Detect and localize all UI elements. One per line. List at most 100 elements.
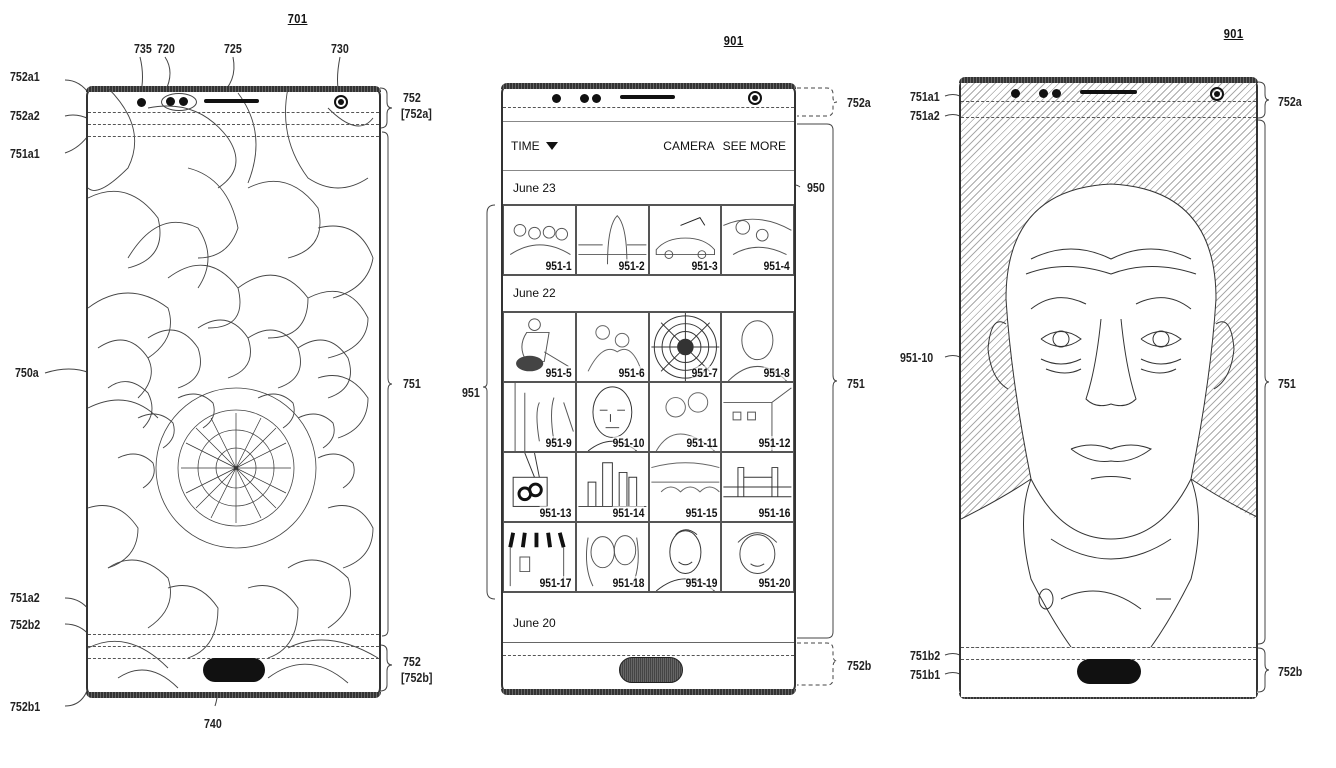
front-camera-730 bbox=[334, 95, 348, 109]
ref-752b1: 752b1 bbox=[10, 699, 41, 714]
group-photo-icon bbox=[509, 223, 571, 255]
thumbnail-951-3[interactable]: 951-3 bbox=[648, 205, 722, 275]
ref-752b-bracket: [752b] bbox=[401, 670, 433, 685]
sensor-dot bbox=[552, 94, 561, 103]
thumbnail-951-9[interactable]: 951-9 bbox=[503, 382, 576, 452]
home-button[interactable] bbox=[1077, 659, 1141, 684]
thumbnail-grid-june-22: 951-5 951-6 951-7 951-8 951-9 951-10 951… bbox=[503, 311, 794, 593]
region-line-752a1 bbox=[88, 112, 379, 113]
thumbnail-951-1[interactable]: 951-1 bbox=[503, 205, 576, 275]
region-line-752b2 bbox=[88, 646, 379, 647]
sensor-dot-735 bbox=[137, 98, 146, 107]
tower-photo-icon bbox=[578, 215, 647, 265]
home-button[interactable] bbox=[619, 657, 683, 683]
speaker bbox=[1080, 90, 1137, 94]
ref-751b2-r: 751b2 bbox=[910, 648, 941, 663]
ref-751-mid: 751 bbox=[847, 376, 865, 391]
phone-701 bbox=[86, 86, 381, 698]
two-women-photo-icon bbox=[585, 535, 639, 587]
triangle-down-icon bbox=[545, 142, 558, 150]
thumbnail-grid-june-23: 951-1 951-2 951-3 951-4 bbox=[503, 204, 794, 276]
ref-752b2: 752b2 bbox=[10, 617, 41, 632]
flower-drawing bbox=[88, 88, 379, 689]
leader-751b1-r bbox=[944, 672, 961, 675]
ref-950: 950 bbox=[807, 180, 825, 195]
brace-752a bbox=[379, 87, 393, 129]
ref-751b1-r: 751b1 bbox=[910, 667, 941, 682]
ref-725: 725 bbox=[224, 41, 242, 56]
thumbnail-951-16[interactable]: 951-16 bbox=[721, 452, 794, 522]
front-camera bbox=[748, 91, 762, 105]
sort-dropdown[interactable]: TIME bbox=[511, 139, 558, 153]
thumbnail-951-4[interactable]: 951-4 bbox=[721, 205, 794, 275]
landscape-photo-icon bbox=[650, 462, 720, 493]
sensor-dot bbox=[592, 94, 601, 103]
speaker bbox=[620, 95, 675, 99]
sort-label: TIME bbox=[511, 139, 540, 153]
section-date-june-22: June 22 bbox=[513, 286, 556, 300]
thumbnail-951-7[interactable]: 951-7 bbox=[648, 312, 722, 382]
thumbnail-951-14[interactable]: 951-14 bbox=[575, 452, 649, 522]
golfer-photo-icon bbox=[516, 318, 569, 372]
ref-951-10-r: 951-10 bbox=[900, 350, 934, 365]
thumbnail-951-2[interactable]: 951-2 bbox=[575, 205, 649, 275]
phone-top-edge bbox=[86, 86, 381, 92]
portrait-drawing bbox=[961, 183, 1256, 648]
ref-752a-bracket: [752a] bbox=[401, 106, 432, 121]
see-more-button[interactable]: SEE MORE bbox=[722, 139, 786, 153]
thumbnail-951-11[interactable]: 951-11 bbox=[648, 382, 722, 452]
region-line-751a2 bbox=[961, 117, 1256, 118]
ref-752-bottom: 752 bbox=[403, 654, 421, 669]
car-photo-icon bbox=[655, 217, 715, 259]
region-line-top bbox=[503, 107, 794, 108]
brace-752a-r bbox=[1257, 81, 1270, 119]
thumbnail-951-19[interactable]: 951-19 bbox=[648, 522, 722, 592]
ref-752b-mid: 752b bbox=[847, 658, 872, 673]
phone-bottom-edge bbox=[501, 689, 796, 695]
brace-752b-r bbox=[1257, 647, 1270, 693]
ref-752a-mid: 752a bbox=[847, 95, 871, 110]
ref-752a1: 752a1 bbox=[10, 69, 40, 84]
thumbnail-951-13[interactable]: 951-13 bbox=[503, 452, 576, 522]
camera-button[interactable]: CAMERA bbox=[663, 139, 715, 153]
skyline-photo-icon bbox=[578, 462, 647, 507]
ref-951: 951 bbox=[462, 385, 480, 400]
speaker-725 bbox=[204, 99, 259, 103]
sign-photo-icon bbox=[512, 453, 548, 507]
thumbnail-951-10[interactable]: 951-10 bbox=[575, 382, 649, 452]
region-line-751a2 bbox=[88, 634, 379, 635]
flower-photo-icon bbox=[650, 313, 719, 381]
brace-752b bbox=[379, 644, 393, 692]
thumbnail-951-12[interactable]: 951-12 bbox=[721, 382, 794, 452]
boy-photo-icon bbox=[737, 532, 778, 574]
brace-751-r bbox=[1257, 119, 1270, 645]
home-button-740[interactable] bbox=[203, 658, 265, 682]
thumbnail-951-5[interactable]: 951-5 bbox=[503, 312, 576, 382]
thumbnail-951-8[interactable]: 951-8 bbox=[721, 312, 794, 382]
region-line-751b2 bbox=[961, 647, 1256, 648]
phone-bottom-edge bbox=[86, 692, 381, 698]
ref-735: 735 bbox=[134, 41, 152, 56]
leader-951-10 bbox=[944, 355, 961, 358]
phone-top-edge bbox=[959, 77, 1258, 83]
sensor-dot bbox=[1052, 89, 1061, 98]
thumbnail-951-17[interactable]: 951-17 bbox=[503, 522, 576, 592]
sensor-pair-outline-720 bbox=[161, 93, 197, 111]
brace-752a-mid bbox=[797, 87, 838, 117]
thumbnail-951-20[interactable]: 951-20 bbox=[721, 522, 794, 592]
ref-720: 720 bbox=[157, 41, 175, 56]
region-line-751a1 bbox=[88, 136, 379, 137]
gallery-toolbar: TIME CAMERA SEE MORE bbox=[503, 121, 794, 171]
ref-752-top: 752 bbox=[403, 90, 421, 105]
sensor-dot bbox=[580, 94, 589, 103]
brace-752b-mid bbox=[797, 642, 838, 686]
leader-751b2-r bbox=[944, 653, 961, 656]
region-line-751a1 bbox=[961, 101, 1256, 102]
brace-751-mid bbox=[797, 123, 838, 639]
thumbnail-951-6[interactable]: 951-6 bbox=[575, 312, 649, 382]
thumbnail-951-15[interactable]: 951-15 bbox=[648, 452, 722, 522]
content-bottom-line bbox=[503, 642, 794, 643]
thumbnail-951-18[interactable]: 951-18 bbox=[575, 522, 649, 592]
bridge-photo-icon bbox=[723, 467, 792, 498]
